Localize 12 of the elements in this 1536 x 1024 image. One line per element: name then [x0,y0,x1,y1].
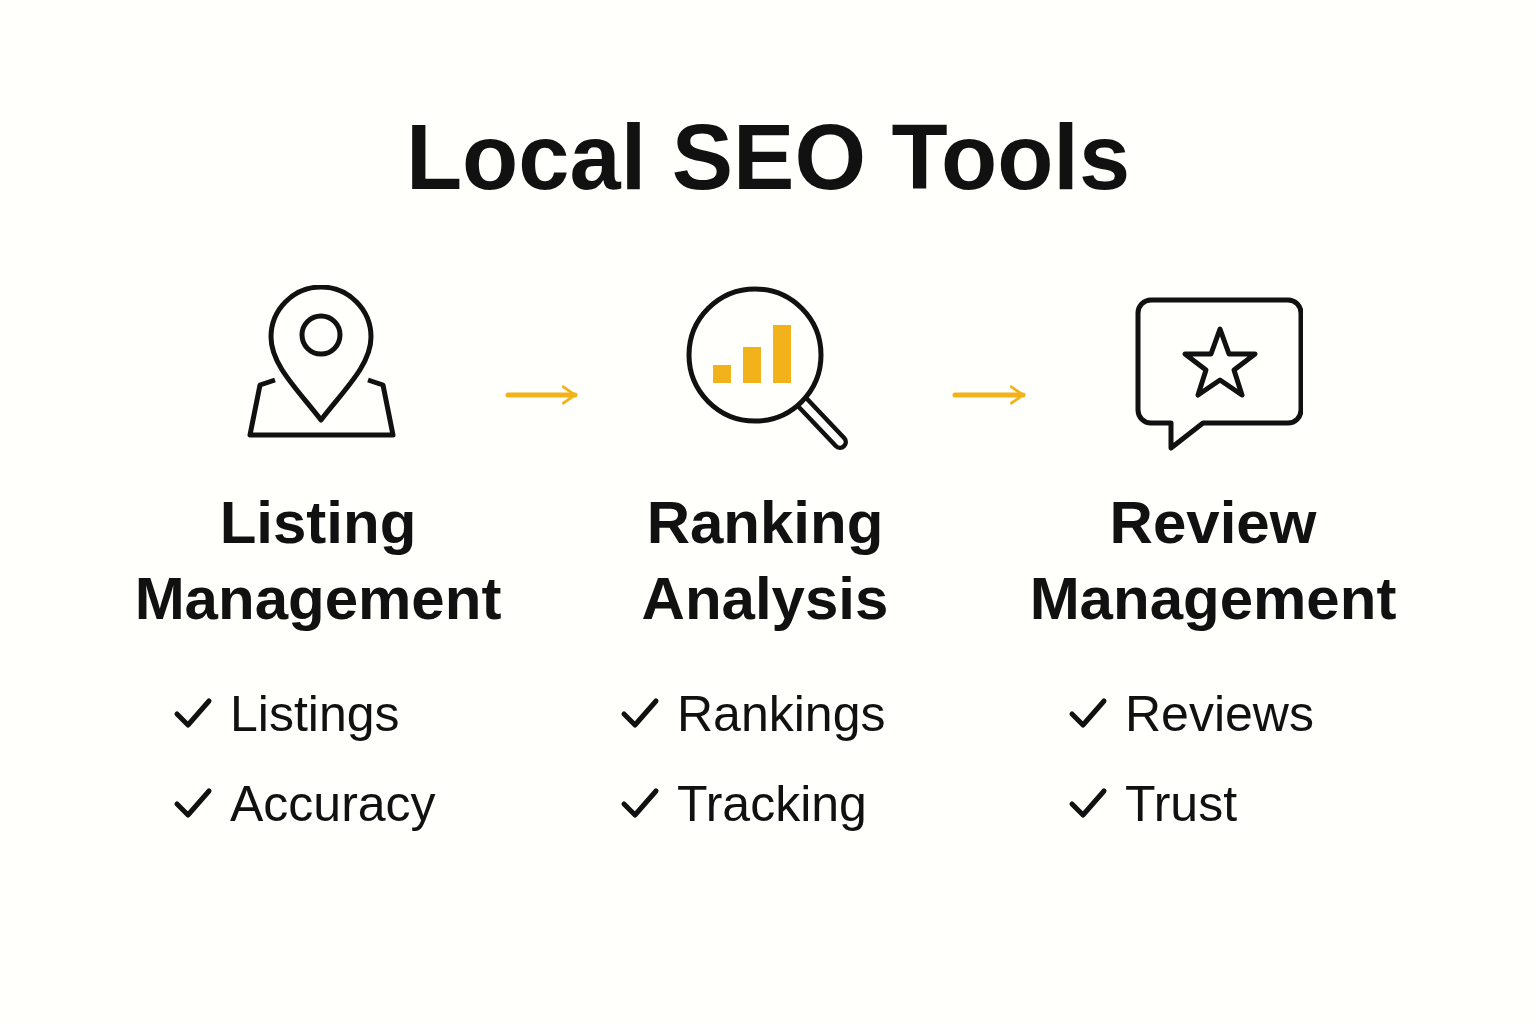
feature-text: Rankings [677,685,886,743]
arrow [952,385,1026,405]
feature-text: Listings [230,685,400,743]
feature-text: Tracking [677,775,867,833]
tool-heading: Ranking Analysis [640,488,890,634]
feature-text: Accuracy [230,775,436,833]
feature-text: Reviews [1125,685,1314,743]
tool-heading: Listing Management [133,488,503,634]
title: Local SEO Tools [404,105,1132,210]
arrow [505,385,578,405]
tool-heading: Review Management [1028,488,1398,634]
feature-text: Trust [1125,775,1238,833]
